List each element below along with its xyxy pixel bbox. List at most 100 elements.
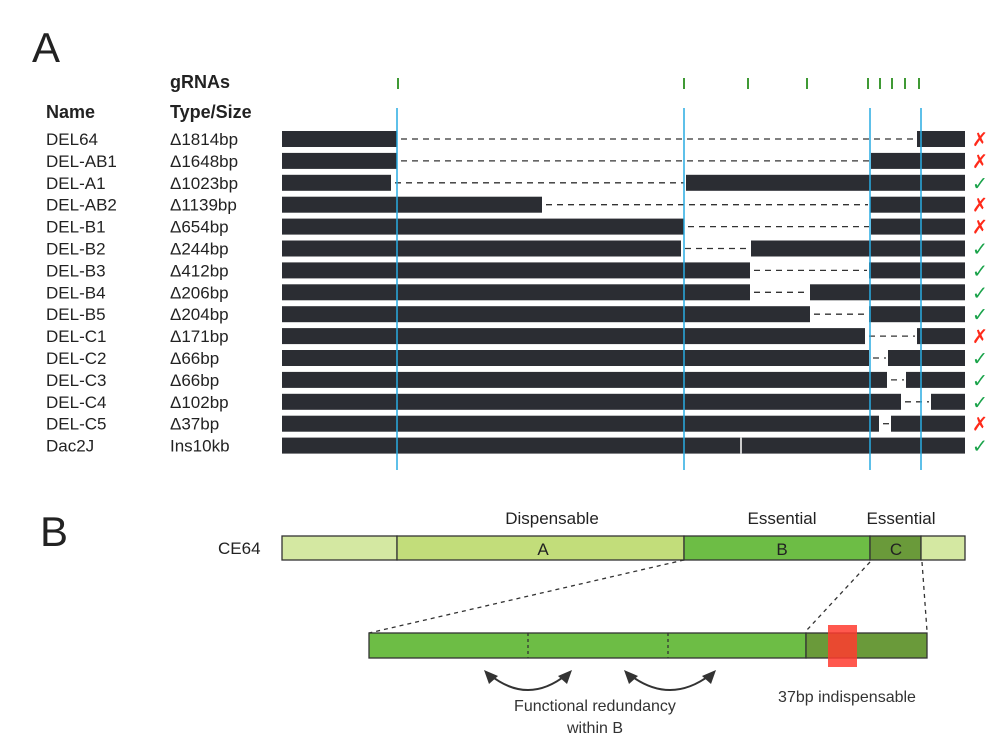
retained-segment-right [751,240,965,257]
row-type: Δ37bp [170,415,219,434]
retained-segment-right [686,174,965,191]
table-row: DEL-C1 Δ171bp ✗ [46,327,988,348]
zoom-lines [368,559,928,634]
full-segment [282,437,965,454]
retained-segment-right [870,196,965,213]
retained-segment-right [869,306,965,323]
retained-segment-left [282,240,681,257]
check-icon: ✓ [972,240,988,261]
row-type: Δ171bp [170,327,229,346]
check-icon: ✓ [972,371,988,392]
row-name: DEL-A1 [46,174,106,193]
row-name: DEL-C2 [46,349,106,368]
grna-label: gRNAs [170,72,230,92]
indispensable-text: 37bp indispensable [778,689,916,706]
cross-icon: ✗ [972,327,988,348]
row-type: Δ102bp [170,393,229,412]
redundancy-text-1: Functional redundancy [514,698,676,715]
expanded-segment-b [368,632,807,659]
retained-segment-right [871,218,965,235]
retained-segment-left [282,196,542,213]
row-type: Δ1814bp [170,130,238,149]
essential-b-label: Essential [748,509,817,528]
segment-b-label: B [776,540,787,559]
table-row: DEL-C4 Δ102bp ✓ [46,393,988,414]
retained-segment-left [282,415,879,432]
panel-a-label: A [32,24,60,71]
row-type: Δ1023bp [170,174,238,193]
redundancy-arrows [489,674,711,691]
grna-ticks [397,78,920,89]
check-icon: ✓ [972,393,988,414]
retained-segment-right [906,371,965,388]
cross-icon: ✗ [972,152,988,173]
expanded-bar [368,632,928,659]
retained-segment-left [282,152,397,169]
retained-segment-left [282,262,750,279]
panel-b-label: B [40,508,68,555]
retained-segment-left [282,371,887,388]
flank-left [281,535,398,561]
boundary-lines [396,108,922,470]
table-row: DEL-C2 Δ66bp ✓ [46,349,988,370]
check-icon: ✓ [972,174,988,195]
retained-segment-left [282,174,391,191]
row-type: Ins10kb [170,437,230,456]
cross-icon: ✗ [972,196,988,217]
row-name: DEL-B2 [46,240,106,259]
row-name: DEL-C4 [46,393,106,412]
retained-segment-right [917,328,965,345]
type-header: Type/Size [170,102,252,122]
row-name: DEL-B4 [46,283,106,302]
row-name: DEL-AB1 [46,152,117,171]
check-icon: ✓ [972,305,988,326]
row-name: Dac2J [46,437,94,456]
check-icon: ✓ [972,283,988,304]
table-row: DEL-A1 Δ1023bp ✓ [46,174,988,195]
check-icon: ✓ [972,349,988,370]
dispensable-label: Dispensable [505,509,599,528]
indispensable-region-box [828,625,857,667]
table-row: DEL-B4 Δ206bp ✓ [46,283,988,304]
retained-segment-left [282,350,869,366]
row-type: Δ412bp [170,261,229,280]
cross-icon: ✗ [972,218,988,239]
segment-a-label: A [537,540,549,559]
retained-segment-right [931,393,965,410]
cross-icon: ✗ [972,130,988,151]
row-type: Δ1648bp [170,152,238,171]
retained-segment-right [888,350,965,366]
table-row: DEL-AB1 Δ1648bp ✗ [46,152,988,173]
retained-segment-left [282,218,684,235]
check-icon: ✓ [972,437,988,458]
segment-c-label: C [890,540,902,559]
segment-b [683,535,871,561]
row-name: DEL-B5 [46,305,106,324]
table-row: DEL-B2 Δ244bp ✓ [46,240,988,261]
retained-segment-left [282,131,397,147]
essential-c-label: Essential [867,509,936,528]
retained-segment-left [282,328,865,345]
row-name: DEL-C5 [46,415,106,434]
row-name: DEL-C1 [46,327,106,346]
retained-segment-left [282,393,901,410]
row-type: Δ66bp [170,371,219,390]
retained-segment-right [917,131,965,147]
row-type: Δ206bp [170,283,229,302]
expanded-segment-c [805,632,928,659]
name-header: Name [46,102,95,122]
row-type: Δ66bp [170,349,219,368]
flank-right [920,535,966,561]
check-icon: ✓ [972,261,988,282]
table-row: Dac2J Ins10kb ✓ [46,437,988,458]
row-type: Δ244bp [170,240,229,259]
retained-segment-left [282,284,750,301]
row-name: DEL-B3 [46,261,106,280]
table-row: DEL-B3 Δ412bp ✓ [46,261,988,282]
